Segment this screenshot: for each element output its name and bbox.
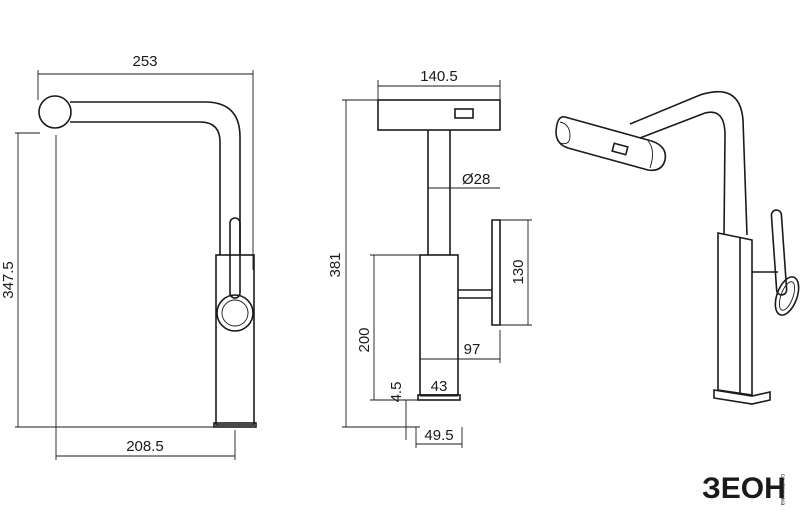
dim-spout-diameter: Ø28 [462,171,490,188]
dim-height: 347.5 [0,261,17,299]
dim-base-width: 49.5 [424,427,453,444]
front-view: 140.5 Ø28 381 130 200 97 [327,68,532,448]
dim-lever-height: 130 [510,259,527,284]
dim-lever-reach: 97 [464,341,481,358]
dim-body-width: 43 [431,378,448,395]
brand-name: ЗЕОН [702,472,786,505]
brand-tagline: сантехника [779,474,785,506]
dim-body-height: 200 [356,327,373,352]
dim-head-width: 140.5 [420,68,458,85]
perspective-view [555,90,800,405]
side-view: 253 347.5 208.5 [0,53,257,460]
dim-total-height: 381 [327,252,344,277]
dim-base-thickness: 4.5 [388,382,405,403]
brand-logo: ЗЕОН сантехника [702,472,786,506]
dim-width-top: 253 [132,53,157,70]
dim-reach: 208.5 [126,438,164,455]
